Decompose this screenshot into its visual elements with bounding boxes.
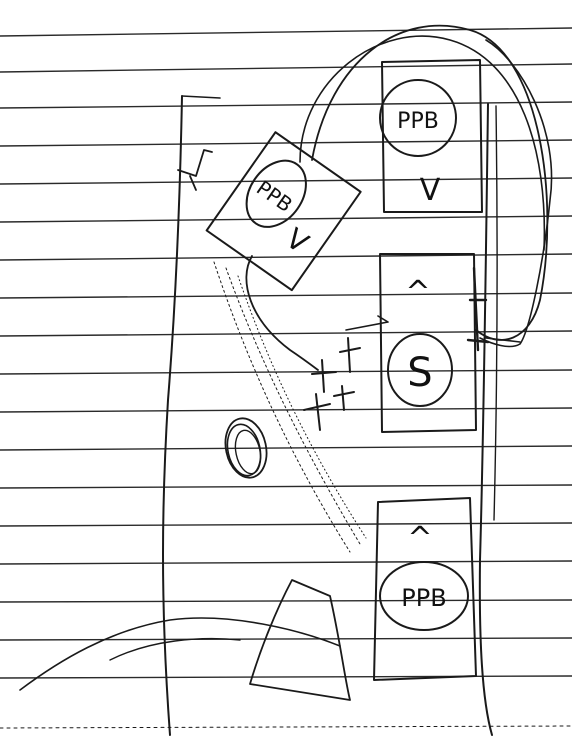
bottom-edge <box>0 726 572 728</box>
bottom-box-circle-label: PPB <box>401 584 446 612</box>
middle-box-arrow: ^ <box>405 275 430 310</box>
bottom-box: ^ PPB <box>374 498 476 680</box>
tilted-box: PPB V <box>207 132 361 290</box>
cross-markers <box>304 338 360 430</box>
corridor-top-edge <box>182 96 220 98</box>
middle-box: ^ S <box>380 254 476 432</box>
bottom-box-arrow: ^ <box>407 521 432 556</box>
tilted-box-arrow: V <box>280 222 315 260</box>
top-box-arrow: V <box>420 173 441 208</box>
middle-box-circle-label: S <box>407 350 432 396</box>
top-box-circle-label: PPB <box>397 109 439 134</box>
ruled-lines <box>0 28 572 678</box>
guide-arrow <box>246 256 318 370</box>
top-box: PPB V <box>380 60 482 212</box>
tilted-box-marker <box>178 150 212 190</box>
right-wall-inner <box>494 106 497 520</box>
